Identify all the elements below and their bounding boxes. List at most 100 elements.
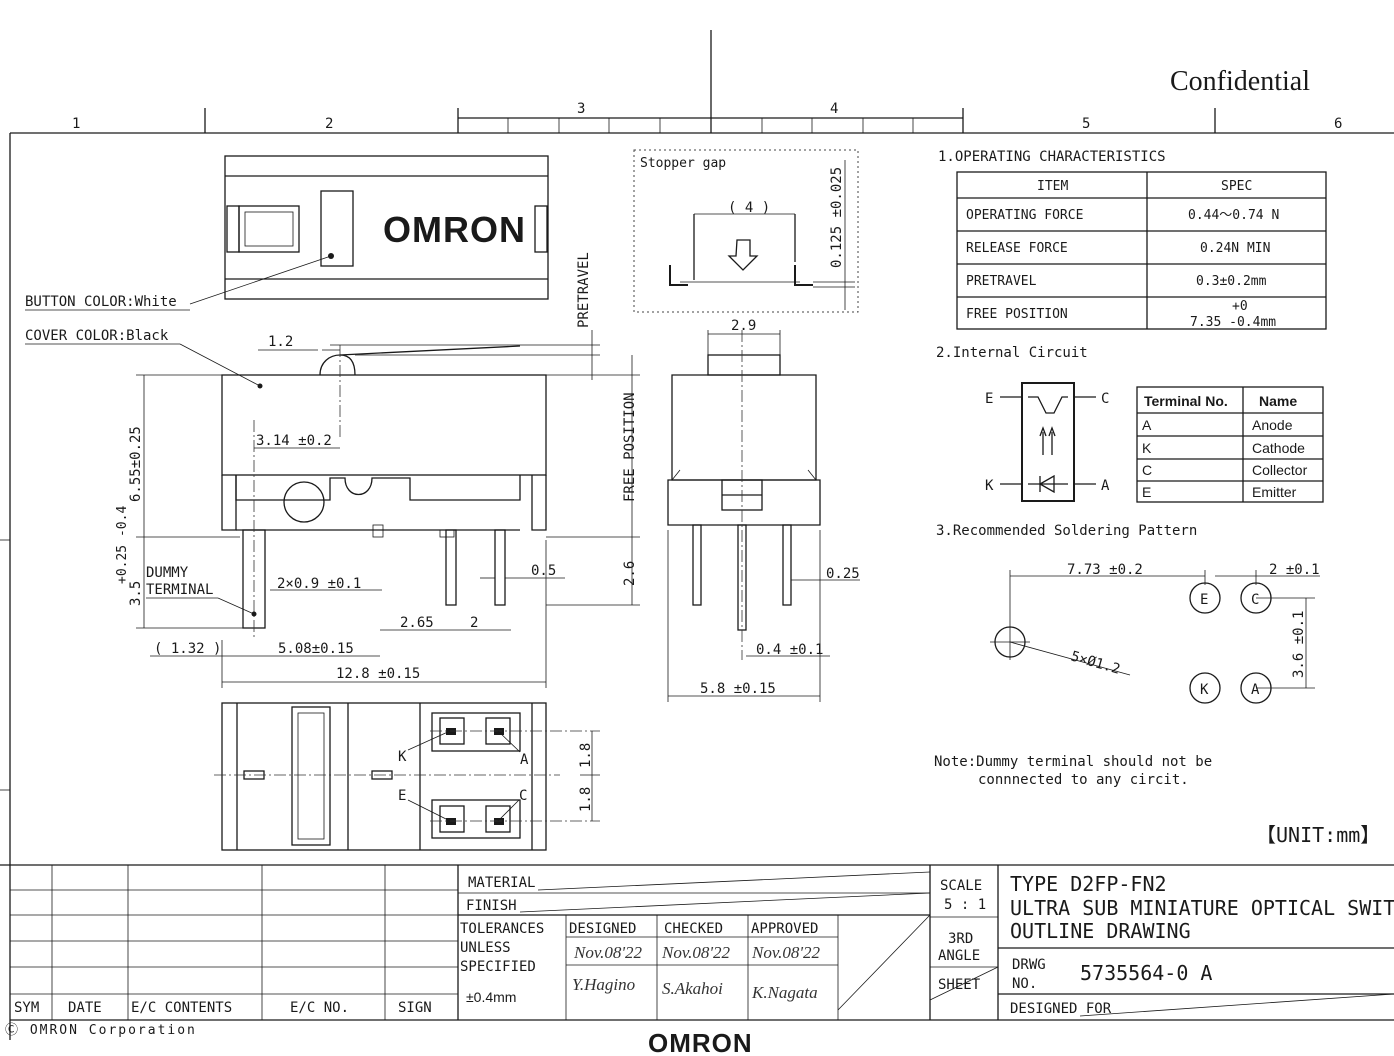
unit-label: 【UNIT:mm】 bbox=[1256, 823, 1380, 847]
title-block bbox=[0, 864, 1394, 1021]
dummy-terminal-2: TERMINAL bbox=[146, 582, 213, 598]
tolerances-2: UNLESS bbox=[460, 940, 511, 956]
op-col-item: ITEM bbox=[1037, 179, 1068, 194]
note-line-1: Note:Dummy terminal should not be bbox=[934, 754, 1212, 770]
sp-c: C bbox=[1251, 592, 1259, 608]
terminal-row-1-t: K bbox=[1142, 440, 1152, 456]
drawing-number: 5735564-0 A bbox=[1080, 961, 1212, 985]
dim-2-9: 2.9 bbox=[731, 318, 756, 334]
scale-value: 5 : 1 bbox=[944, 897, 986, 913]
finish-label: FINISH bbox=[466, 898, 517, 914]
zone-1: 1 bbox=[72, 116, 80, 132]
op-row-1-spec: 0.24N MIN bbox=[1200, 241, 1270, 256]
terminal-col-name: Name bbox=[1259, 393, 1297, 409]
sp-a: A bbox=[1251, 682, 1260, 698]
rev-col-sym: SYM bbox=[14, 1000, 39, 1016]
sp-e: E bbox=[1200, 592, 1208, 608]
sp-k: K bbox=[1200, 682, 1209, 698]
pin-e-label: E bbox=[398, 788, 406, 804]
dim-2x0-9: 2×0.9 ±0.1 bbox=[277, 576, 361, 592]
free-position-label: FREE POSITION bbox=[622, 392, 638, 502]
internal-circuit-diagram bbox=[1000, 382, 1096, 502]
tolerances-1: TOLERANCES bbox=[460, 921, 544, 937]
terminal-row-1-n: Cathode bbox=[1252, 440, 1305, 456]
angle-2: ANGLE bbox=[938, 948, 980, 964]
date-approved: Nov.08'22 bbox=[751, 943, 821, 962]
circuit-heading: 2.Internal Circuit bbox=[936, 345, 1088, 361]
zone-2: 2 bbox=[325, 116, 333, 132]
footer-omron-logo: OMRON bbox=[648, 1028, 753, 1056]
stopper-dim-gap: 0.125 ±0.025 bbox=[829, 167, 845, 268]
approved-label: APPROVED bbox=[751, 921, 818, 937]
op-row-3-spec-top: +0 bbox=[1232, 299, 1248, 314]
terminal-row-3-t: E bbox=[1142, 484, 1151, 500]
circuit-label-c: C bbox=[1101, 391, 1109, 407]
zone-3: 3 bbox=[577, 101, 585, 117]
op-col-spec: SPEC bbox=[1221, 179, 1252, 194]
dim-3-5-tol: +0.25 -0.4 bbox=[115, 506, 130, 584]
dim-3-5: 3.5 bbox=[128, 581, 144, 606]
terminal-row-3-n: Emitter bbox=[1252, 484, 1297, 500]
sig-checked: S.Akahoi bbox=[662, 979, 723, 998]
op-row-3-spec: 7.35 -0.4mm bbox=[1190, 315, 1276, 330]
rev-col-ecno: E/C NO. bbox=[290, 1000, 349, 1016]
button-color-label: BUTTON COLOR:White bbox=[25, 294, 177, 310]
dim-1-32: ( 1.32 ) bbox=[154, 641, 221, 657]
dim-7-73: 7.73 ±0.2 bbox=[1067, 562, 1143, 578]
rev-col-sign: SIGN bbox=[398, 1000, 432, 1016]
holes-label: 5×Ø1.2 bbox=[1069, 648, 1122, 677]
op-row-1-item: RELEASE FORCE bbox=[966, 241, 1068, 256]
arrow-down-icon bbox=[727, 239, 759, 271]
op-row-0-item: OPERATING FORCE bbox=[966, 208, 1083, 223]
type-label: TYPE D2FP-FN2 bbox=[1010, 872, 1167, 896]
omron-logo: OMRON bbox=[383, 209, 526, 250]
pin-k-label: K bbox=[398, 749, 407, 765]
dummy-terminal-1: DUMMY bbox=[146, 565, 189, 581]
pin-a-label: A bbox=[520, 752, 529, 768]
scale-label: SCALE bbox=[940, 878, 982, 894]
desc-1: ULTRA SUB MINIATURE OPTICAL SWITCH bbox=[1010, 896, 1394, 920]
op-row-2-item: PRETRAVEL bbox=[966, 274, 1037, 289]
zone-4: 4 bbox=[830, 101, 838, 117]
rev-col-contents: E/C CONTENTS bbox=[131, 1000, 232, 1016]
dim-0-25: 0.25 bbox=[826, 566, 860, 582]
designed-label: DESIGNED bbox=[569, 921, 636, 937]
drwg-label-1: DRWG bbox=[1012, 957, 1046, 973]
dim-1-2: 1.2 bbox=[268, 334, 293, 350]
side-view bbox=[667, 330, 821, 660]
circuit-label-e: E bbox=[985, 391, 993, 407]
dim-2: 2 bbox=[470, 615, 478, 631]
drwg-label-2: NO. bbox=[1012, 976, 1037, 992]
sheet-label: SHEET bbox=[938, 977, 981, 993]
dim-0-4: 0.4 ±0.1 bbox=[756, 642, 823, 658]
checked-label: CHECKED bbox=[664, 921, 723, 937]
circuit-label-k: K bbox=[985, 478, 994, 494]
stopper-dim-4: ( 4 ) bbox=[728, 200, 770, 216]
angle-1: 3RD bbox=[948, 931, 973, 947]
note-line-2: connnected to any circit. bbox=[978, 772, 1189, 788]
tolerance-value: ±0.4mm bbox=[466, 989, 516, 1005]
operating-table: ITEM SPEC OPERATING FORCE 0.44〜0.74 N RE… bbox=[956, 171, 1327, 330]
dim-3-14: 3.14 ±0.2 bbox=[256, 433, 332, 449]
soldering-pattern bbox=[990, 570, 1320, 704]
circuit-label-a: A bbox=[1101, 478, 1110, 494]
cover-color-label: COVER COLOR:Black bbox=[25, 328, 169, 344]
op-row-3-item: FREE POSITION bbox=[966, 307, 1068, 322]
designed-for-label: DESIGNED FOR bbox=[1010, 1001, 1112, 1017]
dim-1-8-top: 1.8 bbox=[578, 743, 594, 768]
terminal-row-2-n: Collector bbox=[1252, 462, 1308, 478]
date-designed: Nov.08'22 bbox=[573, 943, 643, 962]
zone-6: 6 bbox=[1334, 116, 1342, 132]
op-row-0-spec: 0.44〜0.74 N bbox=[1188, 208, 1279, 223]
dim-2-6: 2.6 bbox=[622, 561, 638, 586]
pretravel-label: PRETRAVEL bbox=[576, 252, 592, 328]
confidential-label: Confidential bbox=[1170, 66, 1310, 97]
material-label: MATERIAL bbox=[468, 875, 535, 891]
date-checked: Nov.08'22 bbox=[661, 943, 731, 962]
terminal-row-2-t: C bbox=[1142, 462, 1152, 478]
operating-heading: 1.OPERATING CHARACTERISTICS bbox=[938, 149, 1166, 165]
dim-2-pitch: 2 ±0.1 bbox=[1269, 562, 1320, 578]
rev-col-date: DATE bbox=[68, 1000, 102, 1016]
dim-6-55: 6.55±0.25 bbox=[128, 426, 144, 502]
desc-2: OUTLINE DRAWING bbox=[1010, 919, 1191, 943]
